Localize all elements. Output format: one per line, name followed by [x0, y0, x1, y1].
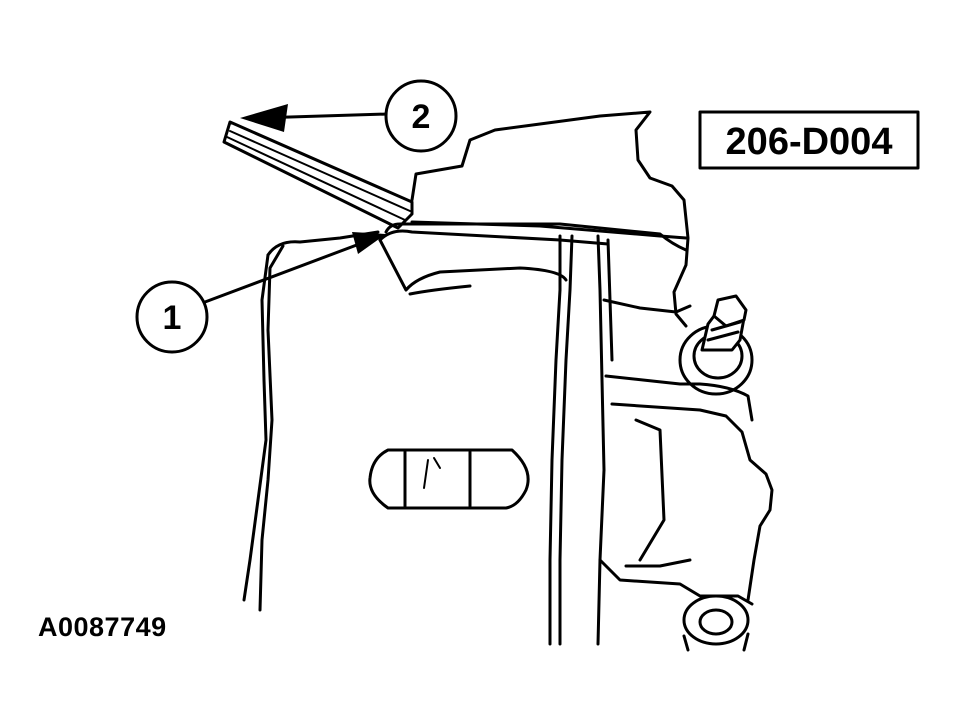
- tool-code-box: 206-D004: [698, 110, 920, 170]
- guide-pin-boss: [682, 594, 750, 652]
- caliper-left-arm: [242, 230, 380, 612]
- callout-2-leader: [240, 104, 390, 132]
- tool-rod: [222, 120, 414, 230]
- callout-2: 2: [384, 79, 458, 153]
- caliper-contact-surface: [378, 229, 610, 296]
- bleeder-fitting: [678, 294, 754, 396]
- caliper-slot: [368, 448, 530, 510]
- callout-1: 1: [135, 280, 209, 354]
- figure-id: A0087749: [38, 612, 167, 642]
- callout-2-number: 2: [412, 98, 431, 136]
- caliper-right-housing: [598, 298, 774, 606]
- callout-1-leader: [203, 232, 386, 304]
- callout-1-number: 1: [163, 299, 182, 337]
- caliper-upper-body: [384, 110, 690, 328]
- caliper-center-web: [548, 234, 614, 646]
- tool-code-label: 206-D004: [726, 121, 893, 163]
